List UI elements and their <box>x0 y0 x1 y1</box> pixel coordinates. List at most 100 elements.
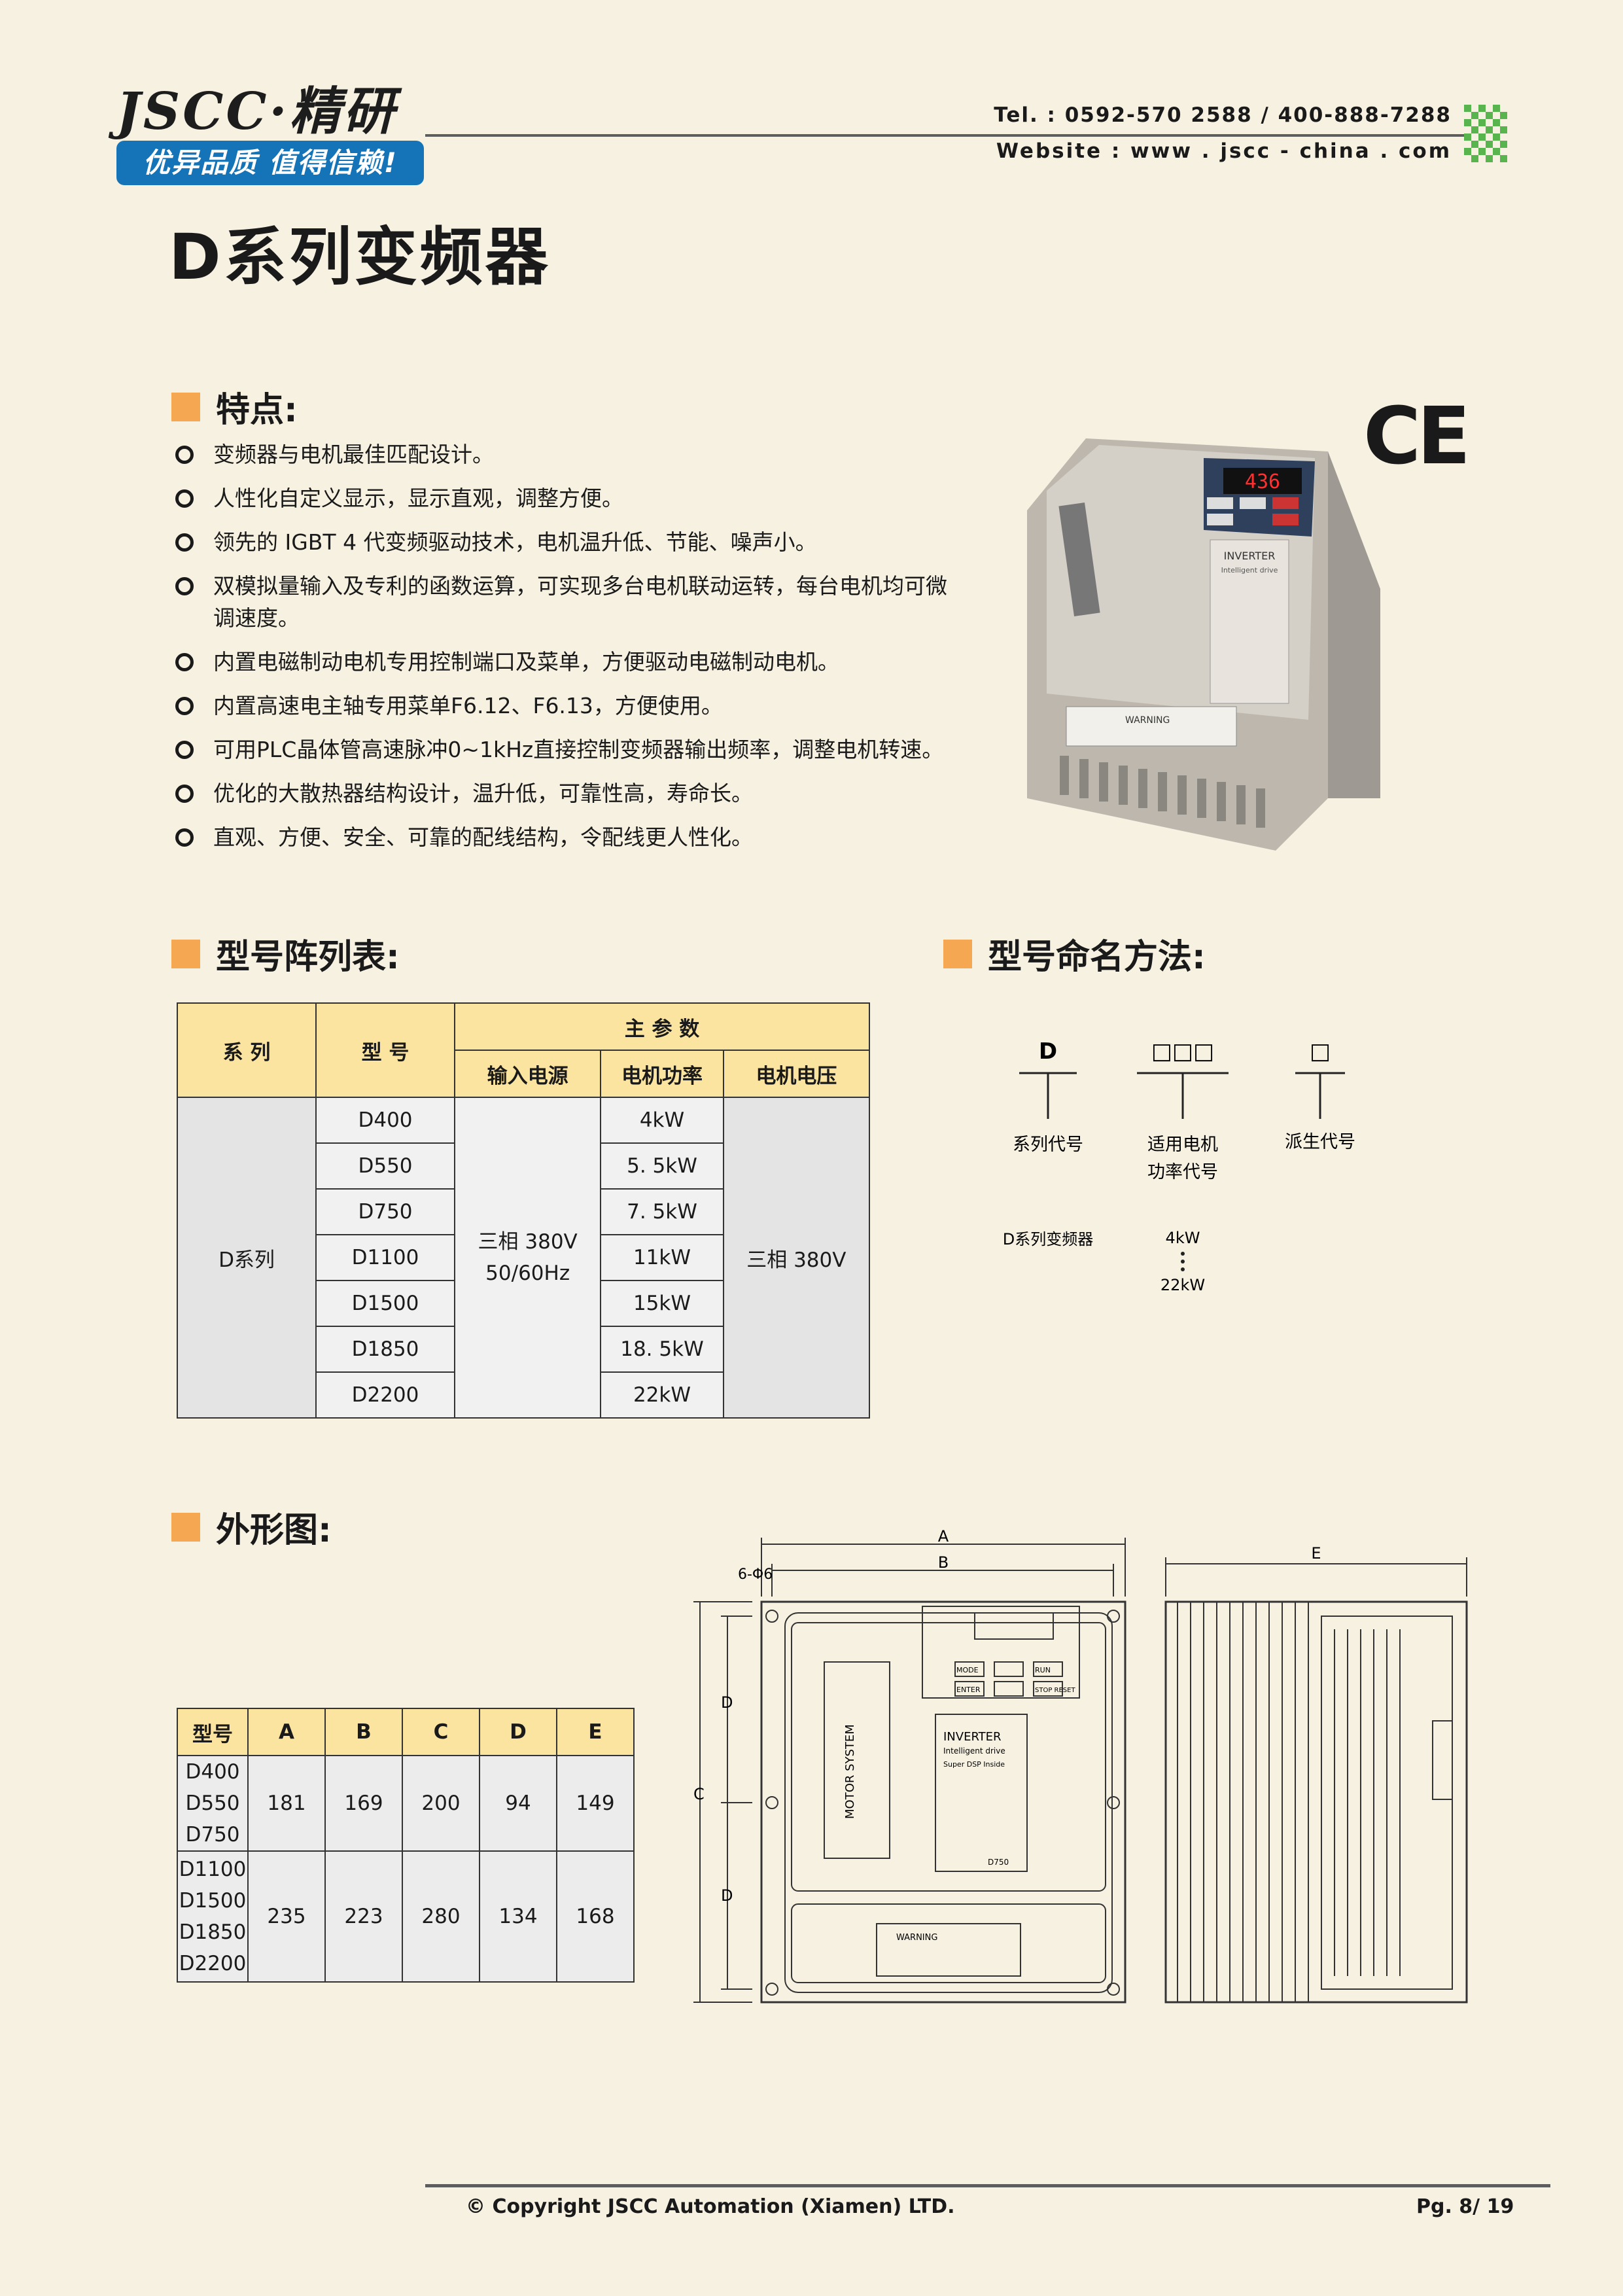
col-a-header: A <box>247 1708 326 1756</box>
col-voltage-header: 电机电压 <box>722 1050 871 1098</box>
bullet-icon <box>175 489 194 508</box>
front-inverter-sub: Intelligent drive <box>943 1746 1005 1756</box>
table-row: D1850 18. 5kW <box>177 1326 869 1373</box>
dim-cell: 168 <box>556 1850 635 1983</box>
footer-copyright: © Copyright JSCC Automation (Xiamen) LTD… <box>466 2195 955 2218</box>
section-square-icon <box>171 939 200 968</box>
table-row: D400 D550 D750 181 169 200 94 149 <box>177 1755 635 1852</box>
section-square-icon <box>171 392 200 421</box>
dim-cell: 149 <box>556 1755 635 1852</box>
label-series: 系列代号 <box>1013 1135 1083 1155</box>
power-cell: 15kW <box>600 1280 724 1327</box>
dim-d-top-label: D <box>721 1693 733 1712</box>
feature-item: 可用PLC晶体管高速脉冲0~1kHz直接控制变频器输出频率，调整电机转速。 <box>175 733 1045 766</box>
bullet-icon <box>175 653 194 671</box>
power-cell: 18. 5kW <box>600 1326 724 1373</box>
col-series-header: 系 列 <box>177 1002 317 1098</box>
display-panel <box>1223 468 1302 494</box>
feature-item: 内置高速电主轴专用菜单F6.12、F6.13，方便使用。 <box>175 690 1045 722</box>
example-max-power: 22kW <box>1161 1276 1205 1294</box>
dim-hole-label: 6-Φ6 <box>738 1566 773 1583</box>
brand-slogan: 优异品质 值得信赖! <box>116 141 424 185</box>
table-header-row: 系 列 型 号 主 参 数 <box>177 1002 870 1098</box>
col-main-header: 主 参 数 <box>454 1002 870 1051</box>
table-row: D1100 11kW <box>177 1234 869 1281</box>
model-cell: D1500 <box>315 1280 455 1327</box>
product-label: INVERTER <box>1224 550 1276 562</box>
bullet-icon <box>175 577 194 595</box>
feature-item: 领先的 IGBT 4 代变频驱动技术，电机温升低、节能、噪声小。 <box>175 526 1045 558</box>
outline-heading: 外形图: <box>171 1502 332 1551</box>
front-warning-label: WARNING <box>896 1933 937 1943</box>
brand-logo: JSCC·精研 <box>116 82 397 141</box>
power-cell: 11kW <box>600 1234 724 1281</box>
code-power: □□□ <box>1151 1038 1214 1065</box>
front-side-label: MOTOR SYSTEM <box>843 1724 857 1819</box>
col-model-header: 型号 <box>177 1708 249 1756</box>
table-header-row: 输入电源 电机功率 电机电压 <box>177 1050 871 1098</box>
front-key-mode: MODE <box>956 1666 979 1674</box>
page-title: D系列变频器 <box>169 221 551 294</box>
front-view-drawing: 6-Φ6 A B C D D INVERTER Intelligent driv… <box>693 1527 1126 2004</box>
bullet-icon <box>175 741 194 759</box>
front-inverter-label: INVERTER <box>943 1730 1002 1744</box>
feature-item: 人性化自定义显示，显示直观，调整方便。 <box>175 482 1045 514</box>
dim-cell: 134 <box>479 1850 557 1983</box>
front-key-enter: ENTER <box>956 1686 981 1694</box>
input-cell: 三相 380V 50/60Hz <box>453 1097 602 1419</box>
front-key-run: RUN <box>1035 1666 1051 1674</box>
display-readout: 436 <box>1245 470 1280 493</box>
label-derivative: 派生代号 <box>1285 1132 1355 1152</box>
feature-item: 直观、方便、安全、可靠的配线结构，令配线更人性化。 <box>175 821 1045 853</box>
model-table: 系 列 型 号 主 参 数 输入电源 电机功率 电机电压 D系列 D400 三相… <box>177 1002 871 1419</box>
table-header-row: 型号 A B C D E <box>177 1708 635 1756</box>
model-cell: D750 <box>315 1188 455 1235</box>
section-square-icon <box>171 1512 200 1542</box>
model-group-cell: D400 D550 D750 <box>177 1755 249 1852</box>
model-cell: D550 <box>315 1142 455 1190</box>
col-b-header: B <box>324 1708 403 1756</box>
model-group-cell: D1100 D1500 D1850 D2200 <box>177 1850 249 1983</box>
dim-e-label: E <box>1311 1544 1321 1563</box>
table-row: D1100 D1500 D1850 D2200 235 223 280 134 … <box>177 1850 635 1983</box>
model-cell: D1100 <box>315 1234 455 1281</box>
side-view-drawing: E <box>1164 1544 1468 2004</box>
front-model-label: D750 <box>988 1858 1009 1867</box>
section-square-icon <box>943 939 972 968</box>
product-sub: Intelligent drive <box>1221 566 1278 574</box>
dim-c-label: C <box>693 1785 705 1803</box>
example-series: D系列变频器 <box>1003 1230 1093 1248</box>
header-divider <box>425 134 1469 137</box>
product-photo: 436 INVERTER Intelligent drive WARNING <box>1027 438 1380 851</box>
naming-diagram: D □□□ □ 系列代号 适用电机 功率代号 派生代号 D系列变频器 4kW 2… <box>1003 1038 1355 1294</box>
power-cell: 5. 5kW <box>600 1142 724 1190</box>
dim-cell: 181 <box>247 1755 326 1852</box>
power-cell: 4kW <box>600 1097 724 1144</box>
model-cell: D400 <box>315 1097 455 1144</box>
feature-item: 双模拟量输入及专利的函数运算，可实现多台电机联动运转，每台电机均可微调速度。 <box>175 570 947 634</box>
dim-b-label: B <box>938 1553 949 1572</box>
dim-cell: 94 <box>479 1755 557 1852</box>
contact-tel: Tel. : 0592-570 2588 / 400-888-7288 <box>994 103 1452 127</box>
table-row: D750 7. 5kW <box>177 1188 869 1235</box>
dim-cell: 235 <box>247 1850 326 1983</box>
label-power-line2: 功率代号 <box>1147 1162 1218 1182</box>
model-table-heading: 型号阵列表: <box>171 929 400 978</box>
bullet-icon <box>175 785 194 803</box>
contact-website[interactable]: Website : www . jscc - china . com <box>996 139 1452 163</box>
checker-pattern-icon <box>1464 105 1507 162</box>
col-power-header: 电机功率 <box>600 1050 724 1098</box>
power-cell: 7. 5kW <box>600 1188 724 1235</box>
bullet-icon <box>175 828 194 847</box>
label-power-line1: 适用电机 <box>1147 1135 1218 1155</box>
feature-item: 变频器与电机最佳匹配设计。 <box>175 438 1045 470</box>
dimension-table: 型号 A B C D E D400 D550 D750 181 169 200 … <box>177 1708 635 1983</box>
table-row: D550 5. 5kW <box>177 1142 869 1190</box>
dim-d-bottom-label: D <box>721 1886 733 1905</box>
dim-cell: 169 <box>324 1755 403 1852</box>
model-cell: D1850 <box>315 1326 455 1373</box>
warning-label: WARNING <box>1125 715 1170 726</box>
model-cell: D2200 <box>315 1371 455 1419</box>
col-input-header: 输入电源 <box>453 1050 602 1098</box>
page-number: Pg. 8/ 19 <box>1416 2195 1514 2218</box>
